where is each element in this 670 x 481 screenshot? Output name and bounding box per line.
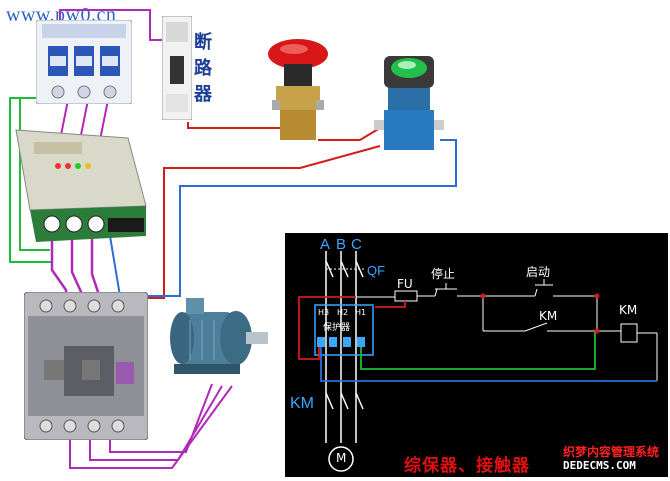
protector-label: 保护器 bbox=[323, 323, 351, 333]
caption: 综保器、接触器 bbox=[404, 456, 530, 476]
qf-label: QF bbox=[367, 263, 386, 278]
single-breaker bbox=[162, 16, 192, 120]
breaker-label: 断 路 器 bbox=[194, 30, 220, 108]
phase-b-label: B bbox=[336, 236, 347, 253]
breaker-label-char: 路 bbox=[194, 58, 212, 79]
breaker-label-char: 断 bbox=[194, 32, 212, 53]
green-start-button bbox=[374, 56, 444, 150]
red-stop-button bbox=[268, 39, 328, 140]
wire-blue-long bbox=[128, 139, 457, 297]
terminal-label: H2 bbox=[337, 308, 349, 317]
km-contact-label: KM bbox=[539, 309, 558, 323]
wire-purple-top bbox=[59, 9, 180, 41]
wire-red-long bbox=[146, 145, 381, 299]
breaker-label-char: 器 bbox=[194, 84, 212, 105]
wire-red-breaker bbox=[187, 122, 286, 129]
wire-red-button bbox=[318, 127, 381, 141]
km-coil-label: KM bbox=[619, 303, 638, 317]
fuse-label: FU bbox=[397, 277, 413, 291]
schematic-lines bbox=[298, 251, 658, 472]
schematic-panel: A B C QF FU 停止 启动 KM KM KM 保护器 H3 H2 H1 … bbox=[285, 233, 668, 477]
phase-a-label: A bbox=[320, 236, 331, 253]
start-label: 启动 bbox=[526, 265, 551, 279]
watermark-cn: 织梦内容管理系统 bbox=[563, 445, 660, 459]
km-main-label: KM bbox=[290, 395, 314, 412]
motor-protector bbox=[15, 129, 147, 242]
terminal-label: H1 bbox=[355, 308, 367, 317]
contactor bbox=[24, 292, 148, 440]
motor-symbol: M bbox=[336, 451, 347, 465]
motor bbox=[170, 298, 268, 374]
stop-label: 停止 bbox=[431, 267, 456, 281]
watermark-en: DEDECMS.COM bbox=[563, 459, 636, 472]
phase-c-label: C bbox=[351, 236, 362, 253]
terminal-label: H3 bbox=[318, 308, 330, 317]
three-pole-breaker bbox=[36, 20, 132, 104]
